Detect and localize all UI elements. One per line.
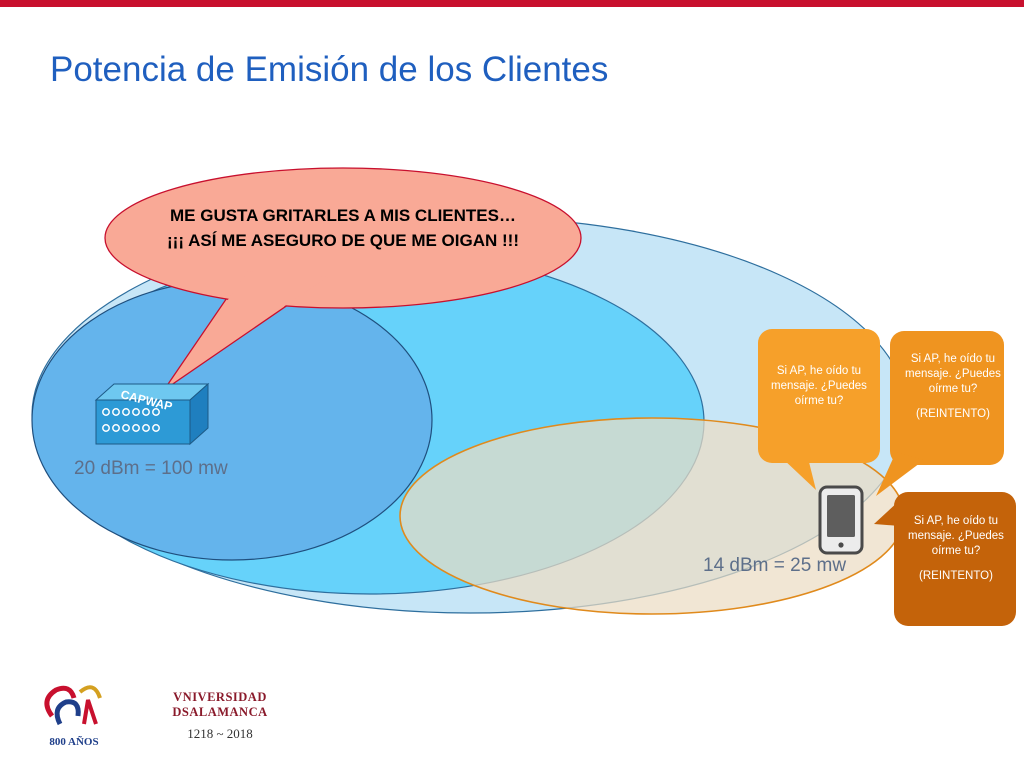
access-point-icon: CAPWAP bbox=[94, 382, 210, 446]
smartphone-icon bbox=[818, 485, 864, 555]
usal-800-logo: 800 AÑOS bbox=[38, 680, 110, 752]
client-bubble-2: Si AP, he oído tu mensaje. ¿Puedes oírme… bbox=[892, 352, 1014, 422]
client-power-label: 14 dBm = 25 mw bbox=[703, 555, 847, 576]
slide-title: Potencia de Emisión de los Clientes bbox=[50, 50, 609, 89]
client-bubble-3-shape bbox=[874, 492, 1016, 626]
client-bubble-1-text: Si AP, he oído tu mensaje. ¿Puedes oírme… bbox=[771, 365, 867, 407]
university-name-line1: VNIVERSIDAD bbox=[173, 690, 267, 704]
ap-speech-bubble bbox=[104, 167, 582, 391]
client-bubble-3-text: Si AP, he oído tu mensaje. ¿Puedes oírme… bbox=[908, 515, 1004, 557]
client-bubble-1-shape bbox=[758, 329, 880, 490]
usal-800-logo-icon bbox=[44, 685, 102, 726]
usal-800-logo-text: 800 AÑOS bbox=[49, 736, 99, 748]
university-name-line2: DSALAMANCA bbox=[172, 705, 268, 719]
ap-power-label: 20 dBm = 100 mw bbox=[74, 458, 228, 479]
ap-speech-text: ME GUSTA GRITARLES A MIS CLIENTES… ¡¡¡ A… bbox=[167, 206, 519, 250]
client-bubble-2-shape bbox=[876, 331, 1004, 496]
university-years: 1218 ~ 2018 bbox=[187, 726, 253, 741]
client-bubble-1: Si AP, he oído tu mensaje. ¿Puedes oírme… bbox=[762, 364, 876, 409]
top-accent-bar bbox=[0, 0, 1024, 7]
client-bubble-3-retry: (REINTENTO) bbox=[919, 570, 993, 582]
client-bubble-2-retry: (REINTENTO) bbox=[916, 408, 990, 420]
client-bubble-2-text: Si AP, he oído tu mensaje. ¿Puedes oírme… bbox=[905, 353, 1001, 395]
client-bubble-3: Si AP, he oído tu mensaje. ¿Puedes oírme… bbox=[896, 514, 1016, 584]
university-logo: VNIVERSIDAD DSALAMANCA 1218 ~ 2018 bbox=[170, 690, 270, 742]
